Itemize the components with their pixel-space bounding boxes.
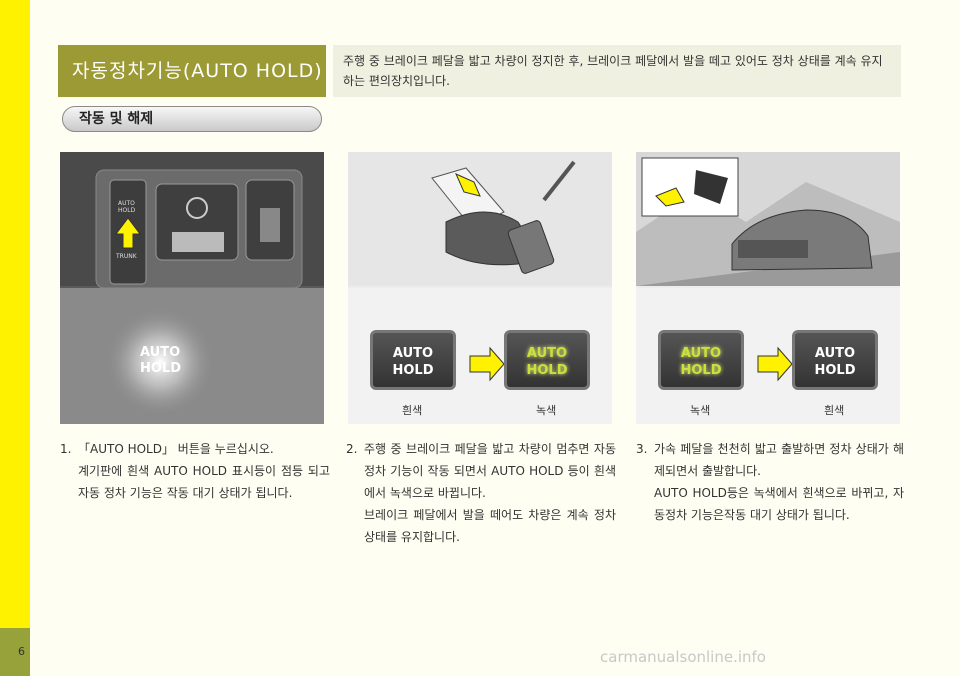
glow-hold-label: HOLD [140,361,182,376]
caption-white: 흰색 [824,404,845,417]
side-color-strip [0,0,30,628]
watermark: carmanualsonline.info [600,648,766,666]
indicator-before-auto: AUTO [680,346,722,361]
indicator-before: AUTO HOLD [370,330,456,390]
indicator-before-hold: HOLD [392,363,434,378]
indicator-after: AUTO HOLD [792,330,878,390]
step-2: 2. 주행 중 브레이크 페달을 밟고 차량이 멈추면 자동 정차 기능이 작동… [346,438,616,548]
indicator-before-auto: AUTO [392,346,434,361]
step-line: 가속 페달을 천천히 밟고 출발하면 정차 상태가 해제되면서 출발합니다. [654,442,904,478]
console-auto-hold-label-1: AUTO [118,200,135,207]
step-number: 1. [60,442,72,456]
indicator-before: AUTO HOLD [658,330,744,390]
car-driving-illustration [636,152,900,424]
caption-white: 흰색 [402,404,423,417]
step-line: 계기판에 흰색 AUTO HOLD 표시등이 점등 되고 자동 정차 기능은 작… [78,464,330,500]
console-button-figure: AUTO HOLD TRUNK AUTO HOLD [60,152,324,424]
step-line: 「AUTO HOLD」 버튼을 누르십시오. [78,442,274,456]
indicator-after-hold: HOLD [814,363,856,378]
page-number: 6 [18,645,25,658]
console-auto-hold-label-2: HOLD [118,207,136,214]
step-number: 3. [636,442,648,456]
section-title: 자동정차기능(AUTO HOLD) [58,45,326,97]
page-tab [0,628,30,676]
step-number: 2. [346,442,358,456]
step-3: 3. 가속 페달을 천천히 밟고 출발하면 정차 상태가 해제되면서 출발합니다… [636,438,904,526]
step-line: 주행 중 브레이크 페달을 밟고 차량이 멈추면 자동 정차 기능이 작동 되면… [364,442,616,500]
intro-text: 주행 중 브레이크 페달을 밟고 차량이 정지한 후, 브레이크 페달에서 발을… [333,45,901,97]
console-illustration [60,152,324,424]
step-1: 1. 「AUTO HOLD」 버튼을 누르십시오. 계기판에 흰색 AUTO H… [60,438,330,504]
indicator-after: AUTO HOLD [504,330,590,390]
caption-green: 녹색 [536,404,557,417]
step-line: AUTO HOLD등은 녹색에서 흰색으로 바뀌고, 자동정차 기능은작동 대기… [654,486,904,522]
caption-green: 녹색 [690,404,711,417]
indicator-after-auto: AUTO [526,346,568,361]
indicator-after-auto: AUTO [814,346,856,361]
subsection-title: 작동 및 해제 [62,106,322,132]
accelerate-figure: AUTO HOLD AUTO HOLD 녹색 흰색 [636,152,900,424]
step-line: 브레이크 페달에서 발을 떼어도 차량은 계속 정차 상태를 유지합니다. [364,508,616,544]
console-trunk-label: TRUNK [116,253,137,260]
brake-pedal-figure: AUTO HOLD AUTO HOLD 흰색 녹색 [348,152,612,424]
indicator-after-hold: HOLD [526,363,568,378]
glow-auto-label: AUTO [140,345,181,360]
indicator-before-hold: HOLD [680,363,722,378]
